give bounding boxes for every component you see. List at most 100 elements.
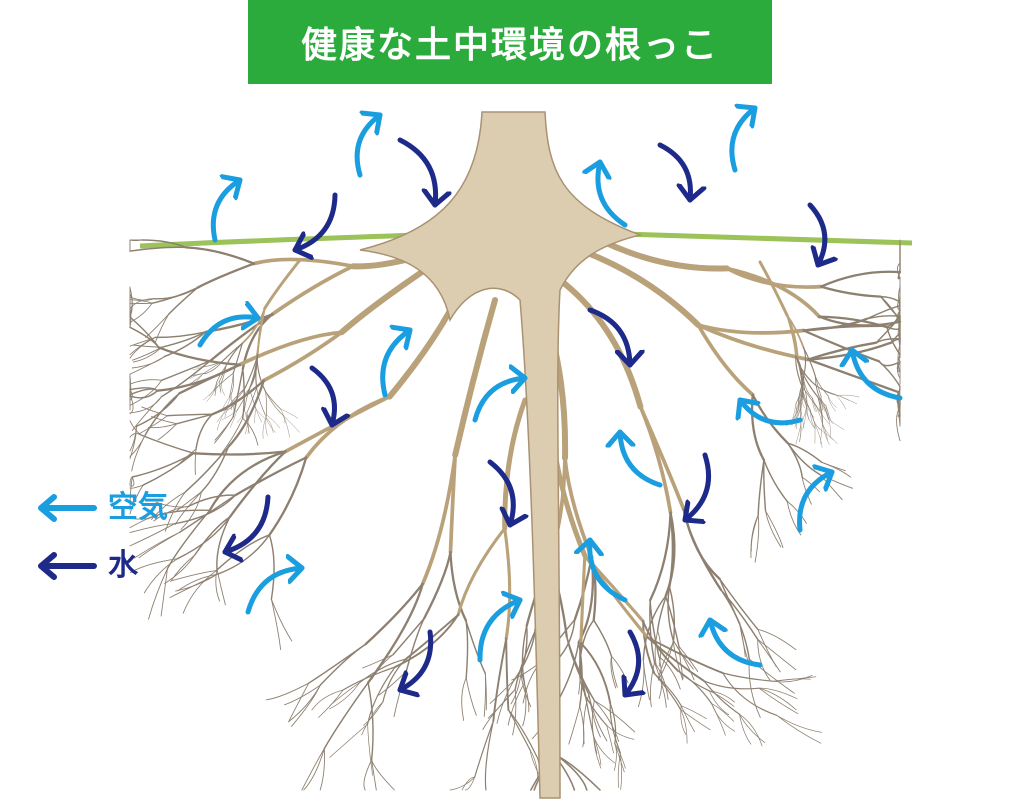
root-branch [265,391,281,410]
root-branch [135,392,181,428]
root-branch [329,723,368,758]
root-branch [654,661,669,700]
root-branch [806,406,809,420]
root-branch [364,582,424,646]
root-branch [503,526,512,641]
root-branch [703,680,760,690]
root-branch [456,526,507,617]
root-branch [180,491,202,530]
root-branch [619,752,622,790]
root-branch [291,684,321,727]
root-branch [147,509,211,520]
root-branch [825,405,830,422]
root-branch [680,705,695,733]
root-branch [177,573,218,592]
root-branch [672,640,695,681]
root-branch [773,676,817,682]
root-branch [827,395,836,412]
air-arrow-icon [598,159,628,228]
root-branch [323,681,369,750]
root-branch [653,672,682,707]
water-arrow-icon [682,452,711,520]
root-branch [609,702,617,745]
root-branch [236,409,245,424]
root-branch [129,379,163,385]
root-branch [814,424,823,448]
root-branch [236,388,250,411]
root-branch [821,461,852,478]
root-branch [371,759,395,791]
water-arrow-icon [222,494,271,552]
root-branch [213,382,222,391]
root-branch [319,643,367,686]
root-branch [129,298,154,310]
root-branch [209,313,274,362]
root-branch [799,395,802,412]
root-branch [464,776,476,791]
root-branch [664,511,676,598]
root-branch [776,714,822,733]
root-branch [897,343,901,373]
root-branch [204,361,223,368]
root-branch [129,387,159,392]
root-branch [229,410,238,428]
root-branch [591,700,598,754]
root-branch [709,690,736,703]
root-branch [168,286,199,315]
root-branch [557,755,588,791]
root-branch [230,394,233,410]
root-branch [763,459,789,503]
root-branch [592,619,613,658]
root-branch [304,394,392,460]
root-branch [449,550,468,622]
root-branch [786,500,802,536]
root-branch [642,620,656,675]
root-branch [802,406,807,421]
root-branch [160,359,212,382]
root-branch [196,262,256,289]
root-branch [202,361,223,375]
root-branch [255,408,263,423]
root-branch [143,558,178,594]
root-branch [206,388,216,402]
root-branch [194,516,231,556]
root-branch [754,514,760,563]
root-branch [254,408,257,424]
root-branch [803,347,816,377]
root-branch [649,511,672,602]
root-branch [184,445,230,493]
root-branch [228,450,287,519]
root-branch [722,672,775,682]
root-branch [252,257,355,269]
root-branch [593,735,602,769]
root-branch [757,638,797,671]
root-branch [529,749,539,779]
root-branch [133,531,181,559]
root-branch [256,387,266,415]
root-branch [154,331,207,339]
air-arrow-icon [620,429,663,488]
root-branch [593,700,636,733]
root-branch [649,661,655,708]
water-arrow-icon [625,629,639,698]
root-branch [229,387,246,405]
air-arrow-icon [710,617,763,668]
root-branch [216,516,231,570]
root-branch [263,258,302,310]
root-branch [367,681,374,761]
root-branch [795,385,803,405]
root-branch [787,442,821,475]
root-branch [234,456,308,497]
root-branch [672,642,684,681]
root-branch [667,585,675,642]
root-branch [818,315,902,327]
root-branch [696,323,810,362]
root-branch [301,747,325,791]
root-branch [218,403,231,412]
root-branch [787,442,823,464]
root-branch [897,297,901,311]
root-branch [195,413,214,450]
root-branch [242,417,259,446]
root-branch [816,406,830,424]
root-branch [160,331,207,349]
